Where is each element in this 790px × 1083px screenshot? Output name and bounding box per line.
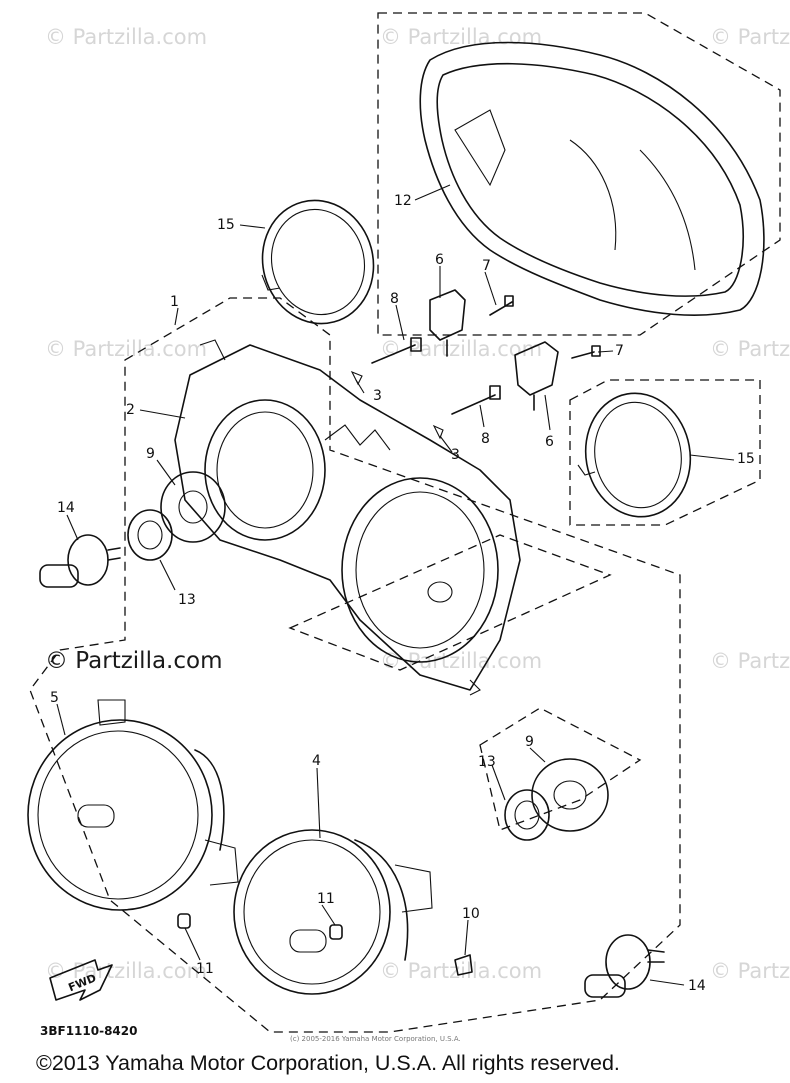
leader-lines bbox=[56, 184, 735, 986]
part-number-label: 10 bbox=[462, 906, 480, 922]
adjuster-bracket-b bbox=[514, 341, 559, 411]
part-number-label: 9 bbox=[146, 446, 155, 462]
headlight-rim-right bbox=[577, 392, 692, 518]
watermark: © Partzilla.com bbox=[710, 649, 790, 673]
small-hardware bbox=[177, 913, 473, 976]
small-copyright: (c) 2005-2016 Yamaha Motor Corporation, … bbox=[290, 1035, 461, 1043]
part-number-label: 15 bbox=[217, 217, 235, 233]
watermark-layer: © Partzilla.com © Partzilla.com © Partzi… bbox=[45, 25, 790, 983]
watermark: © Partzilla.com bbox=[380, 25, 542, 49]
watermark: © Partzilla.com bbox=[710, 25, 790, 49]
part-number-label: 13 bbox=[178, 592, 196, 608]
part-number-label: 11 bbox=[196, 961, 214, 977]
bulb-right bbox=[584, 934, 665, 998]
watermark: © Partzilla.com bbox=[710, 959, 790, 983]
watermark: © Partzilla.com bbox=[45, 959, 207, 983]
part-number-label: 8 bbox=[481, 431, 490, 447]
group-outlines bbox=[29, 12, 781, 1033]
part-number-label: 7 bbox=[615, 343, 624, 359]
watermark: © Partzilla.com bbox=[45, 337, 207, 361]
watermark: © Partzilla.com bbox=[380, 959, 542, 983]
adjuster-bracket-a bbox=[429, 289, 466, 357]
bulb-socket-right bbox=[504, 758, 609, 841]
headlight-unit-right bbox=[233, 829, 433, 995]
watermark: © Partzilla.com bbox=[710, 337, 790, 361]
part-callouts: 1 2 3 3 4 5 6 6 7 7 8 8 9 9 10 11 11 12 … bbox=[50, 193, 755, 994]
part-number-label: 14 bbox=[57, 500, 75, 516]
headlight-unit-left bbox=[27, 699, 239, 911]
diagram-code: 3BF1110-8420 bbox=[40, 1024, 137, 1038]
part-number-label: 5 bbox=[50, 690, 59, 706]
part-number-label: 12 bbox=[394, 193, 412, 209]
part-number-label: 9 bbox=[525, 734, 534, 750]
copyright-notice: ©2013 Yamaha Motor Corporation, U.S.A. A… bbox=[36, 1051, 620, 1075]
part-number-label: 3 bbox=[451, 447, 460, 463]
part-number-label: 13 bbox=[478, 754, 496, 770]
headlight-rim-left bbox=[261, 199, 375, 325]
headlight-cowl bbox=[419, 41, 765, 316]
part-number-label: 2 bbox=[126, 402, 135, 418]
part-number-label: 8 bbox=[390, 291, 399, 307]
part-number-label: 15 bbox=[737, 451, 755, 467]
part-number-label: 14 bbox=[688, 978, 706, 994]
part-number-label: 4 bbox=[312, 753, 321, 769]
screw-set bbox=[350, 295, 601, 440]
part-number-label: 3 bbox=[373, 388, 382, 404]
watermark: © Partzilla.com bbox=[45, 25, 207, 49]
headlight-housing bbox=[174, 339, 521, 696]
bulb-left bbox=[39, 534, 121, 588]
part-number-label: 7 bbox=[482, 258, 491, 274]
part-number-label: 1 bbox=[170, 294, 179, 310]
part-number-label: 11 bbox=[317, 891, 335, 907]
watermark-primary: © Partzilla.com bbox=[45, 648, 223, 674]
bulb-socket-left bbox=[127, 471, 226, 561]
part-number-label: 6 bbox=[435, 252, 444, 268]
part-number-label: 6 bbox=[545, 434, 554, 450]
